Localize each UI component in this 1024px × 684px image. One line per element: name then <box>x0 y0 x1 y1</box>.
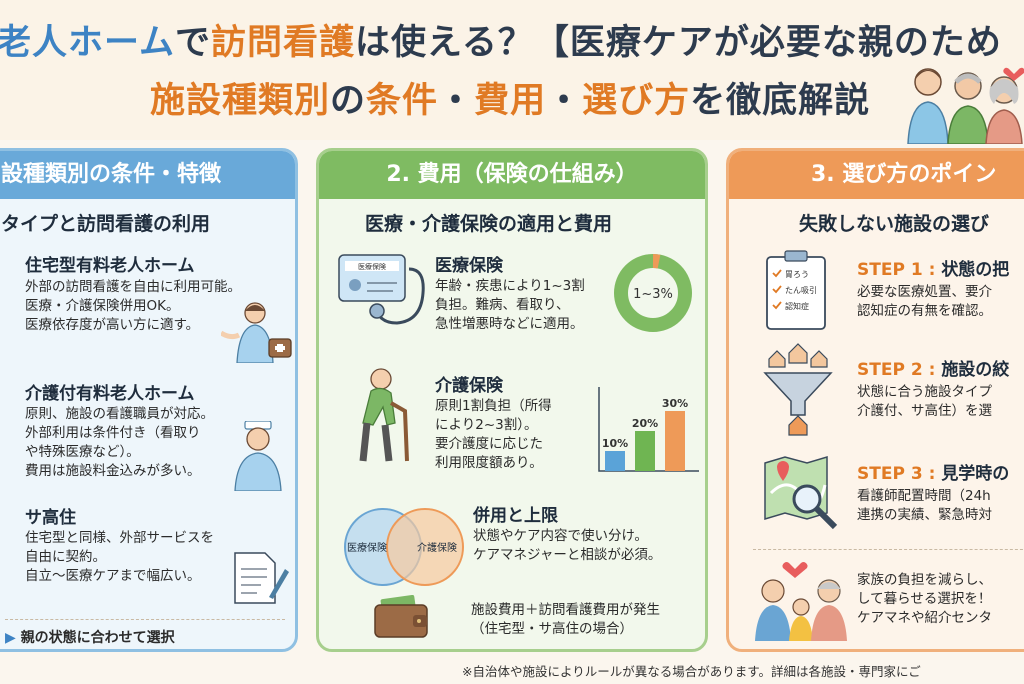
svg-text:認知症: 認知症 <box>785 301 809 311</box>
title-band <box>0 0 1024 140</box>
svg-text:医療保険: 医療保険 <box>358 262 386 271</box>
step1-heading: STEP 1 : 状態の把 <box>857 260 1010 280</box>
panel1-footer: ▶ 親の状態に合わせて選択 <box>5 630 175 646</box>
panel-facility-types: 設種類別の条件・特徴 タイプと訪問看護の利用 住宅型有料老人ホーム 外部の訪問看… <box>0 148 298 652</box>
item-title: 介護付有料老人ホーム <box>25 384 195 404</box>
svg-text:たん吸引: たん吸引 <box>785 286 817 295</box>
bar-chart: 10% 20% 30% <box>598 387 699 472</box>
care-insurance-title: 介護保険 <box>435 376 503 396</box>
document-pen-icon <box>234 552 289 604</box>
combined-title: 併用と上限 <box>473 506 558 526</box>
page-title-line2: 施設種類別の条件・費用・選び方を徹底解説 <box>150 72 870 123</box>
title-line1-segment: で <box>174 23 211 63</box>
funnel-icon <box>763 343 833 436</box>
bar-3 <box>665 411 685 471</box>
step3-heading: STEP 3 : 見学時の <box>857 464 1010 484</box>
title-line1-segment: 老人ホーム <box>0 23 175 63</box>
title-line2-segment: の <box>330 81 367 121</box>
wallet-icon <box>374 595 428 638</box>
item-body: 原則、施設の看護職員が対応。外部利用は条件付き（看取りや特殊医療など）。費用は施… <box>25 406 214 479</box>
caregivers-illustration <box>907 67 1024 144</box>
panel1-subheading: タイプと訪問看護の利用 <box>1 213 211 235</box>
title-line2-segment: 条件 <box>366 81 439 121</box>
nurse-icon <box>234 421 282 491</box>
item-title: サ高住 <box>25 508 76 528</box>
title-line2-segment: 施設種類別 <box>150 81 331 121</box>
bar-label-2: 20% <box>632 417 658 430</box>
donut-chart: 1~3% <box>614 254 692 332</box>
panel2-subheading: 医療・介護保険の適用と費用 <box>365 213 613 235</box>
svg-text:介護保険: 介護保険 <box>417 541 457 554</box>
care-insurance-body: 原則1割負担（所得により2~3割）。要介護度に応じた利用限度額あり。 <box>435 398 552 471</box>
title-line2-segment: 選び方 <box>582 81 691 121</box>
panel-selection: 3. 選び方のポイン 失敗しない施設の選び 胃ろう たん吸引 認知症 STEP … <box>726 148 1024 652</box>
family-icon <box>755 562 847 641</box>
bar-label-3: 30% <box>662 397 688 410</box>
panel-costs: 2. 費用（保険の仕組み） 医療・介護保険の適用と費用 医療保険 医療保険 年齢… <box>316 148 708 652</box>
elderly-cane-icon <box>359 368 409 462</box>
title-line2-segment: ・ <box>438 81 475 121</box>
panel1-heading: 設種類別の条件・特徴 <box>0 151 295 199</box>
step1-body: 必要な医療処置、要介認知症の有無を確認。 <box>857 284 992 319</box>
bar-1 <box>605 451 625 471</box>
closing-message: 家族の負担を減らし、して暮らせる選択を！ケアマネや紹介センタ <box>857 572 992 626</box>
bar-label-1: 10% <box>602 437 628 450</box>
map-magnifier-icon <box>764 455 838 530</box>
nurse-bag-icon <box>221 302 292 363</box>
step2-body: 状態に合う施設タイプ介護付、サ高住）を選 <box>857 384 992 419</box>
divider <box>753 549 1024 550</box>
panel3-subheading: 失敗しない施設の選び <box>799 213 990 235</box>
cost-body: 施設費用＋訪問看護費用が発生（住宅型・サ高住の場合） <box>471 602 660 637</box>
checklist-icon: 胃ろう たん吸引 認知症 <box>766 250 826 330</box>
title-line2-segment: を徹底解説 <box>690 81 871 121</box>
svg-text:胃ろう: 胃ろう <box>785 270 809 279</box>
item-title: 住宅型有料老人ホーム <box>25 256 195 276</box>
divider <box>5 619 285 620</box>
title-line2-segment: ・ <box>546 81 583 121</box>
panel3-heading: 3. 選び方のポイン <box>729 151 1024 199</box>
page-title-line1: 老人ホームで訪問看護は使える？【医療ケアが必要な親のため <box>0 14 1002 65</box>
title-line1-segment: 訪問看護 <box>210 23 355 63</box>
medical-insurance-title: 医療保険 <box>435 256 503 276</box>
venn-diagram: 医療保険 介護保険 <box>344 508 464 586</box>
bar-2 <box>635 431 655 471</box>
footer-note: ※自治体や施設によりルールが異なる場合があります。詳細は各施設・専門家にご <box>462 664 921 679</box>
title-line1-segment: は使える？【医療ケアが必要な親のため <box>354 23 1002 63</box>
panel2-heading: 2. 費用（保険の仕組み） <box>319 151 705 199</box>
combined-body: 状態やケア内容で使い分け。ケアマネジャーと相談が必須。 <box>473 528 662 563</box>
insurance-card-stethoscope-icon: 医療保険 <box>338 254 425 325</box>
step2-heading: STEP 2 : 施設の絞 <box>857 360 1010 380</box>
svg-text:医療保険: 医療保険 <box>347 541 387 554</box>
medical-insurance-body: 年齢・疾患により1~3割負担。難病、看取り、急性増悪時などに適用。 <box>435 278 585 332</box>
title-line2-segment: 費用 <box>474 81 547 121</box>
svg-text:1~3%: 1~3% <box>633 287 673 302</box>
item-body: 住宅型と同様、外部サービスを自由に契約。自立〜医療ケアまで幅広い。 <box>25 530 214 584</box>
item-body: 外部の訪問看護を自由に利用可能。医療・介護保険併用OK。医療依存度が高い方に適す… <box>25 279 241 333</box>
